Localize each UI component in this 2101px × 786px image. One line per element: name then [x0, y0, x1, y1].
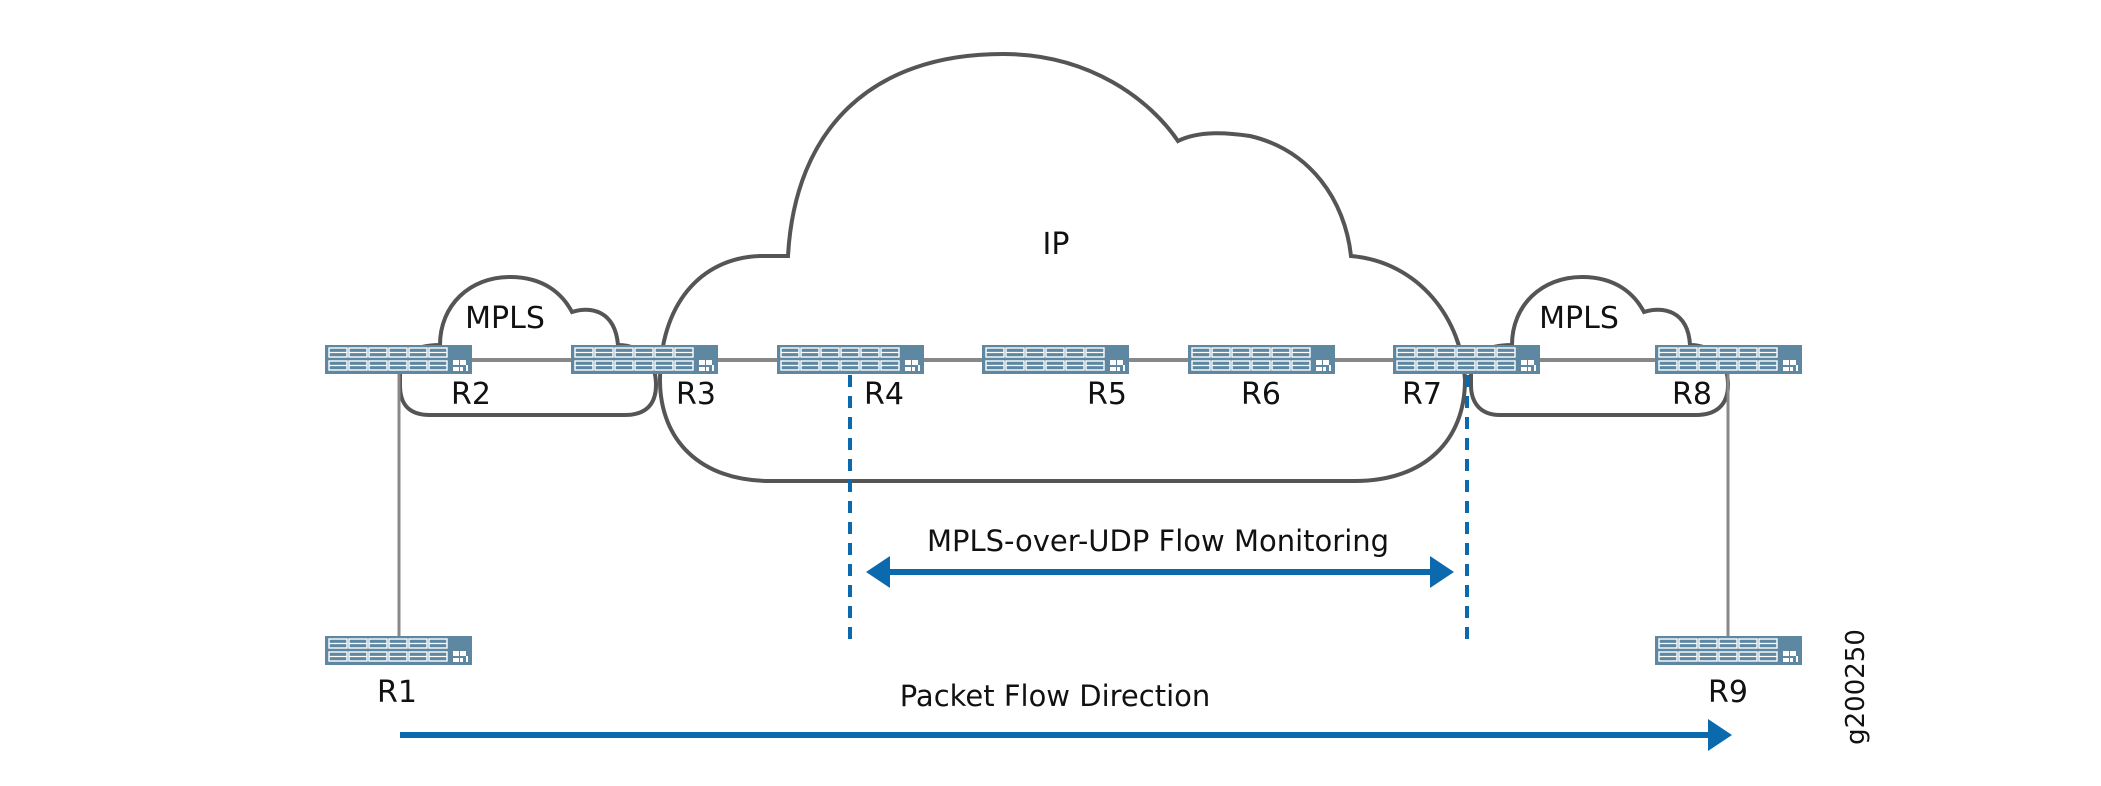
router-label-r9: R9 [1708, 675, 1748, 710]
switch-mgmt-port [453, 651, 459, 656]
switch-mgmt-port [712, 365, 714, 371]
switch-mgmt-port [1783, 360, 1789, 365]
packet-flow-arrow [400, 719, 1732, 751]
switch-mgmt-port [1790, 658, 1793, 662]
router-label-r4: R4 [864, 377, 904, 412]
switch-mgmt-port [706, 367, 709, 371]
router-r3 [571, 345, 718, 374]
switch-mgmt-port [912, 367, 915, 371]
switch-mgmt-port [1790, 367, 1793, 371]
mpls-cloud-right-label: MPLS [1539, 301, 1619, 336]
router-label-r5: R5 [1087, 377, 1127, 412]
monitoring-arrowhead-left [866, 556, 890, 588]
switch-mgmt-port [1790, 651, 1796, 656]
router-r8 [1655, 345, 1802, 374]
packet-flow-label: Packet Flow Direction [900, 679, 1211, 713]
switch-mgmt-port [905, 360, 911, 365]
router-label-r6: R6 [1241, 377, 1281, 412]
router-r5 [982, 345, 1129, 374]
switch-mgmt-port [460, 367, 463, 371]
switch-mgmt-port [918, 365, 920, 371]
switch-mgmt-port [1534, 365, 1536, 371]
router-r1 [325, 636, 472, 665]
switch-mgmt-port [1783, 367, 1789, 371]
router-label-r2: R2 [451, 377, 491, 412]
switch-mgmt-port [1521, 367, 1527, 371]
monitoring-arrowhead-right [1430, 556, 1454, 588]
switch-mgmt-port [1521, 360, 1527, 365]
switch-mgmt-port [453, 658, 459, 662]
switch-mgmt-port [453, 367, 459, 371]
mpls-cloud-left-label: MPLS [465, 301, 545, 336]
switch-mgmt-port [460, 360, 466, 365]
routers [325, 345, 1802, 665]
router-label-r8: R8 [1672, 377, 1712, 412]
switch-mgmt-port [466, 365, 468, 371]
switch-mgmt-port [460, 658, 463, 662]
switch-mgmt-port [1316, 360, 1322, 365]
router-r2 [325, 345, 472, 374]
switch-mgmt-port [460, 651, 466, 656]
router-label-r3: R3 [676, 377, 716, 412]
switch-mgmt-port [1117, 360, 1123, 365]
switch-mgmt-port [1783, 658, 1789, 662]
switch-mgmt-port [1528, 360, 1534, 365]
router-r7 [1393, 345, 1540, 374]
switch-mgmt-port [1110, 367, 1116, 371]
router-label-r7: R7 [1402, 377, 1442, 412]
ip-cloud-label: IP [1043, 227, 1070, 262]
monitoring-label: MPLS-over-UDP Flow Monitoring [927, 524, 1389, 558]
switch-mgmt-port [1790, 360, 1796, 365]
router-r4 [777, 345, 924, 374]
ip-cloud [657, 51, 1468, 483]
switch-mgmt-port [1323, 367, 1326, 371]
switch-mgmt-port [699, 367, 705, 371]
switch-mgmt-port [1123, 365, 1125, 371]
switch-mgmt-port [1528, 367, 1531, 371]
router-r6 [1188, 345, 1335, 374]
switch-mgmt-port [706, 360, 712, 365]
switch-mgmt-port [453, 360, 459, 365]
switch-mgmt-port [1783, 651, 1789, 656]
switch-mgmt-port [905, 367, 911, 371]
packet-flow-arrowhead [1708, 719, 1732, 751]
switch-mgmt-port [1796, 656, 1798, 662]
switch-mgmt-port [466, 656, 468, 662]
switch-mgmt-port [1316, 367, 1322, 371]
switch-mgmt-port [1323, 360, 1329, 365]
switch-mgmt-port [912, 360, 918, 365]
monitoring-arrow [866, 556, 1454, 588]
switch-mgmt-port [1329, 365, 1331, 371]
switch-mgmt-port [1796, 365, 1798, 371]
switch-mgmt-port [1110, 360, 1116, 365]
switch-mgmt-port [1117, 367, 1120, 371]
figure-id: g200250 [1841, 629, 1871, 745]
router-label-r1: R1 [377, 675, 417, 710]
router-r9 [1655, 636, 1802, 665]
switch-mgmt-port [699, 360, 705, 365]
